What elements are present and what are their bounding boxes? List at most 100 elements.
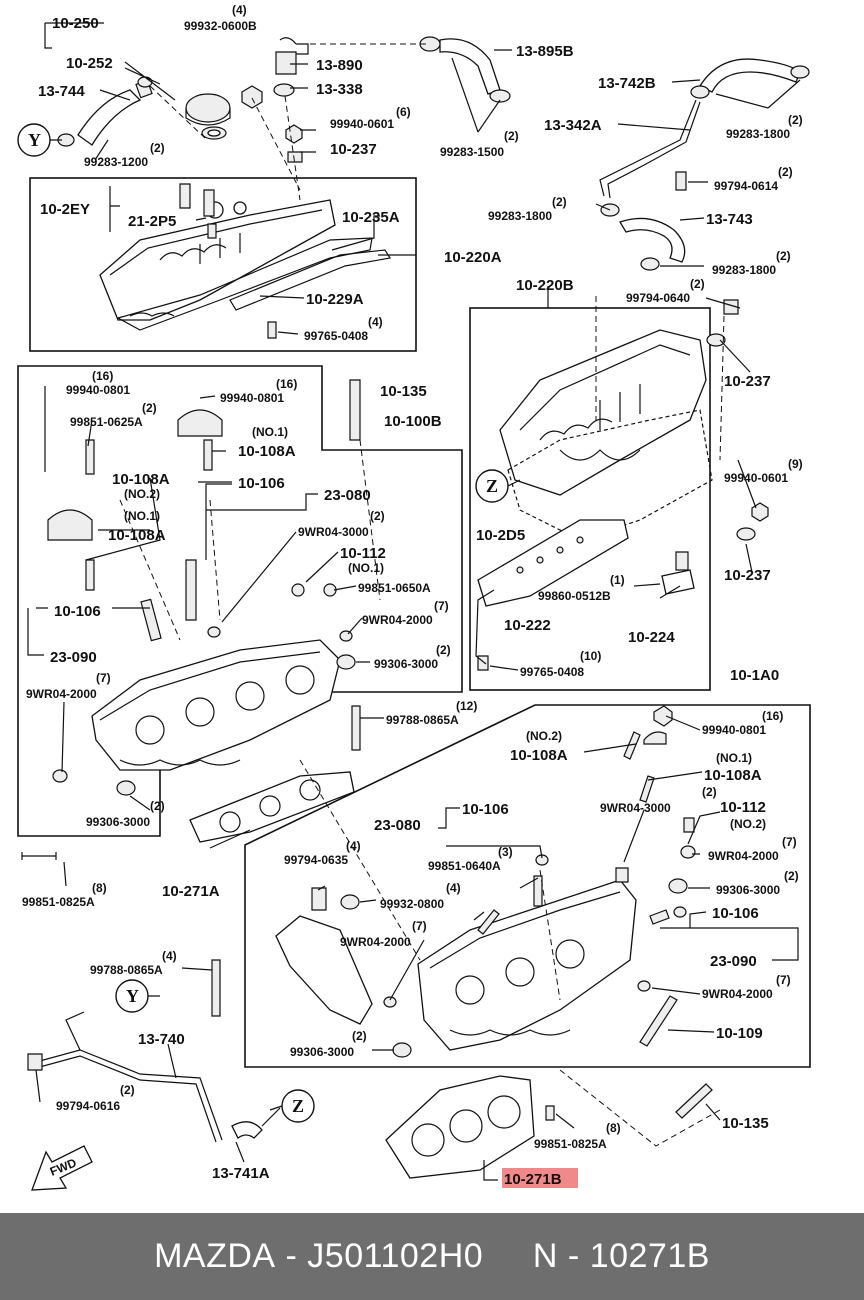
highlight-box-10-271b: [502, 1168, 578, 1188]
label-99940-0601-a: 99940-0601: [330, 117, 394, 131]
reference-y-bottom-text: Y: [126, 986, 139, 1006]
hose-13-741a[interactable]: [231, 1121, 263, 1139]
label-99788-0865a-2: 99788-0865A: [90, 963, 163, 977]
gasket-10-2d5[interactable]: [507, 409, 713, 541]
fitting-99794-0635[interactable]: [311, 887, 327, 911]
plug-99306-3000-c[interactable]: [392, 1042, 412, 1058]
qty-2-l: (2): [702, 785, 717, 799]
pipe-13-342a[interactable]: [599, 99, 697, 197]
grommet-10-237-b[interactable]: [706, 333, 726, 347]
fitting-99794-0614[interactable]: [675, 171, 687, 191]
qty-7-e: (7): [776, 973, 791, 987]
label-99283-1500: 99283-1500: [440, 145, 504, 159]
qty-2-i: (2): [370, 509, 385, 523]
hose-13-743[interactable]: [619, 217, 686, 263]
bracket-10-224[interactable]: [661, 569, 695, 595]
hose-13-742b[interactable]: [699, 58, 801, 93]
qty-7-b: (7): [96, 671, 111, 685]
label-10-108a-3: 10-108A: [108, 527, 166, 544]
grommet-13-338[interactable]: [273, 83, 295, 97]
bolt-99860-0512b[interactable]: [675, 551, 689, 571]
plug-99306-3000-a[interactable]: [336, 654, 356, 670]
qty-7-c: (7): [782, 835, 797, 849]
footer-separator-2: N -: [483, 1237, 590, 1275]
qty-12: (12): [456, 699, 477, 713]
label-10-109: 10-109: [716, 1025, 763, 1042]
label-23-090-a: 23-090: [50, 649, 97, 666]
qty-2-m: (2): [784, 869, 799, 883]
label-21-2p5: 21-2P5: [128, 213, 176, 230]
cam-cap-drawing-a[interactable]: [47, 509, 93, 541]
stud-10-135-b[interactable]: [675, 1083, 713, 1119]
cam-cap-drawing-b[interactable]: [177, 409, 223, 437]
no-2-a: (NO.2): [124, 487, 160, 501]
qty-6: (6): [396, 105, 411, 119]
bolt-99940-0601-b[interactable]: [751, 502, 769, 522]
label-99283-1800-b: 99283-1800: [488, 209, 552, 223]
oil-filler-cap[interactable]: [185, 93, 231, 123]
stud-10-109[interactable]: [639, 995, 678, 1047]
label-99794-0614: 99794-0614: [714, 179, 778, 193]
qty-2-c: (2): [150, 141, 165, 155]
label-99851-0640a: 99851-0640A: [428, 859, 501, 873]
hose-13-744[interactable]: [77, 89, 142, 146]
pcv-valve-13-890[interactable]: [275, 51, 297, 75]
plug-99306-3000-b[interactable]: [116, 780, 136, 796]
stud-10-135-a[interactable]: [349, 379, 361, 441]
valve-cover-10-220a-drawing[interactable]: [99, 199, 336, 321]
manifold-plate-drawing[interactable]: [275, 915, 373, 1025]
group-box-10-220b: [469, 307, 711, 691]
label-10-108a-5: 10-108A: [704, 767, 762, 784]
label-9wr04-2000-c: 9WR04-2000: [708, 849, 779, 863]
gasket-10-235a[interactable]: [229, 249, 391, 311]
qty-2-j: (2): [436, 643, 451, 657]
plug-99932-0800[interactable]: [340, 894, 360, 910]
qty-16-a: (16): [92, 369, 113, 383]
label-10-106-d: 10-106: [712, 905, 759, 922]
hose-13-895b[interactable]: [439, 38, 501, 95]
group-box-10-1a0: [244, 704, 811, 1068]
qty-4-e: (4): [162, 949, 177, 963]
label-99283-1200: 99283-1200: [84, 155, 148, 169]
label-10-108a-4: 10-108A: [510, 747, 568, 764]
qty-4-a: (4): [232, 3, 247, 17]
bolt-99940-0601[interactable]: [285, 124, 303, 144]
fitting-99794-0640[interactable]: [723, 299, 739, 315]
group-box-10-100b: [17, 365, 463, 837]
label-99851-0825a-1: 99851-0825A: [22, 895, 95, 909]
forward-arrow-icon: [31, 1145, 93, 1191]
qty-4-b: (4): [368, 315, 383, 329]
head-gasket-10-271b[interactable]: [385, 1075, 535, 1179]
qty-4-c: (4): [346, 839, 361, 853]
stud-99788-0865a-b[interactable]: [211, 959, 221, 1017]
label-13-743: 13-743: [706, 211, 753, 228]
qty-2-a: (2): [788, 113, 803, 127]
label-13-342a: 13-342A: [544, 117, 602, 134]
valve-cover-10-220b-drawing[interactable]: [499, 329, 707, 496]
cylinder-head-10-1a0-drawing[interactable]: [417, 879, 637, 1051]
cylinder-head-10-100b-drawing[interactable]: [91, 639, 341, 771]
pipe-13-740[interactable]: [35, 1049, 223, 1141]
qty-2-d: (2): [778, 165, 793, 179]
label-10-235a: 10-235A: [342, 209, 400, 226]
bolt-99851-0825a-b[interactable]: [545, 1105, 555, 1121]
gasket-10-229a[interactable]: [116, 237, 373, 331]
head-gasket-10-271a[interactable]: [189, 771, 355, 843]
no-1-c: (NO.1): [348, 561, 384, 575]
nut-99932-0600b[interactable]: [241, 85, 263, 109]
label-10-237-a: 10-237: [330, 141, 377, 158]
baffle-10-222[interactable]: [477, 519, 629, 607]
footer-brand: MAZDA: [154, 1237, 276, 1275]
grommet-10-237-c[interactable]: [736, 527, 756, 541]
bolt-99765-0408-a[interactable]: [267, 321, 277, 339]
stud-99788-0865a-a[interactable]: [351, 705, 361, 751]
label-99765-0408-a: 99765-0408: [304, 329, 368, 343]
grommet-10-237[interactable]: [287, 151, 303, 163]
footer-part-number: J501102H0: [307, 1237, 484, 1275]
label-10-135-a: 10-135: [380, 383, 427, 400]
footer-separator-1: -: [275, 1237, 308, 1275]
label-9wr04-2000-d: 9WR04-2000: [340, 935, 411, 949]
plug-99306-3000-d[interactable]: [668, 878, 688, 894]
label-99940-0601-b: 99940-0601: [724, 471, 788, 485]
fitting-99794-0616[interactable]: [27, 1053, 43, 1071]
